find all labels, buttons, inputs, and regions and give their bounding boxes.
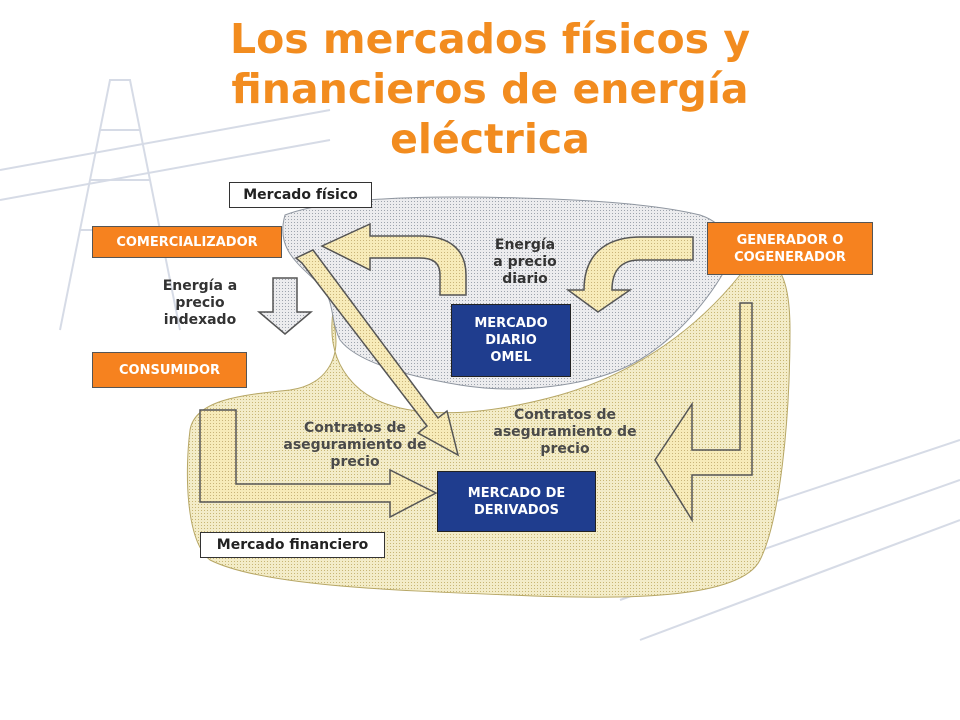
energia-indexado-line-3: indexado <box>163 312 237 328</box>
generador-line-2: COGENERADOR <box>734 249 846 265</box>
physical-market-label: Mercado físico <box>229 182 372 208</box>
energia-indexado-line-1: Energía a <box>162 278 238 294</box>
arrow-comercializador-to-derivados <box>294 249 460 457</box>
title-line-1: Los mercados físicos y <box>229 15 751 63</box>
contratos-right-line-3: precio <box>540 441 590 457</box>
mercado-derivados-line-2: DERIVADOS <box>474 502 559 518</box>
arrow-consumidor-to-derivados <box>199 409 438 519</box>
contratos-right-label: Contratos de aseguramiento de precio <box>480 407 650 458</box>
contratos-left-line-2: aseguramiento de <box>283 437 427 453</box>
mercado-diario-line-1: MERCADO <box>474 316 548 331</box>
financial-market-label: Mercado financiero <box>200 532 385 558</box>
contratos-left-line-3: precio <box>330 454 380 470</box>
comercializador-box: COMERCIALIZADOR <box>92 226 282 258</box>
title-line-3: eléctrica <box>390 115 590 163</box>
arrow-generador-to-derivados <box>654 302 753 523</box>
page-title: Los mercados físicos y financieros de en… <box>150 14 830 164</box>
mercado-diario-line-3: OMEL <box>490 350 532 365</box>
energia-indexado-label: Energía a precio indexado <box>130 278 270 329</box>
mercado-derivados-box: MERCADO DE DERIVADOS <box>437 471 596 532</box>
arrow-generador-to-diario <box>565 236 694 313</box>
consumidor-box: CONSUMIDOR <box>92 352 247 388</box>
energia-indexado-line-2: precio <box>175 295 225 311</box>
arrow-diario-to-comercializador <box>320 222 467 296</box>
energia-diario-line-2: a precio <box>493 254 557 270</box>
financial-market-region <box>186 260 791 598</box>
title-line-2: financieros de energía <box>231 65 749 113</box>
contratos-left-label: Contratos de aseguramiento de precio <box>270 420 440 471</box>
mercado-derivados-line-1: MERCADO DE <box>467 485 566 501</box>
arrow-comercializador-to-consumidor <box>256 277 314 335</box>
energia-diario-line-3: diario <box>502 271 548 287</box>
mercado-diario-line-2: DIARIO <box>485 333 537 348</box>
energia-diario-line-1: Energía <box>494 237 556 253</box>
mercado-diario-box: MERCADO DIARIO OMEL <box>451 304 571 377</box>
contratos-right-line-1: Contratos de <box>514 407 616 423</box>
generador-line-1: GENERADOR O <box>736 232 844 248</box>
contratos-right-line-2: aseguramiento de <box>493 424 637 440</box>
energia-diario-label: Energía a precio diario <box>460 237 590 288</box>
generador-box: GENERADOR O COGENERADOR <box>707 222 873 275</box>
contratos-left-line-1: Contratos de <box>304 420 406 436</box>
